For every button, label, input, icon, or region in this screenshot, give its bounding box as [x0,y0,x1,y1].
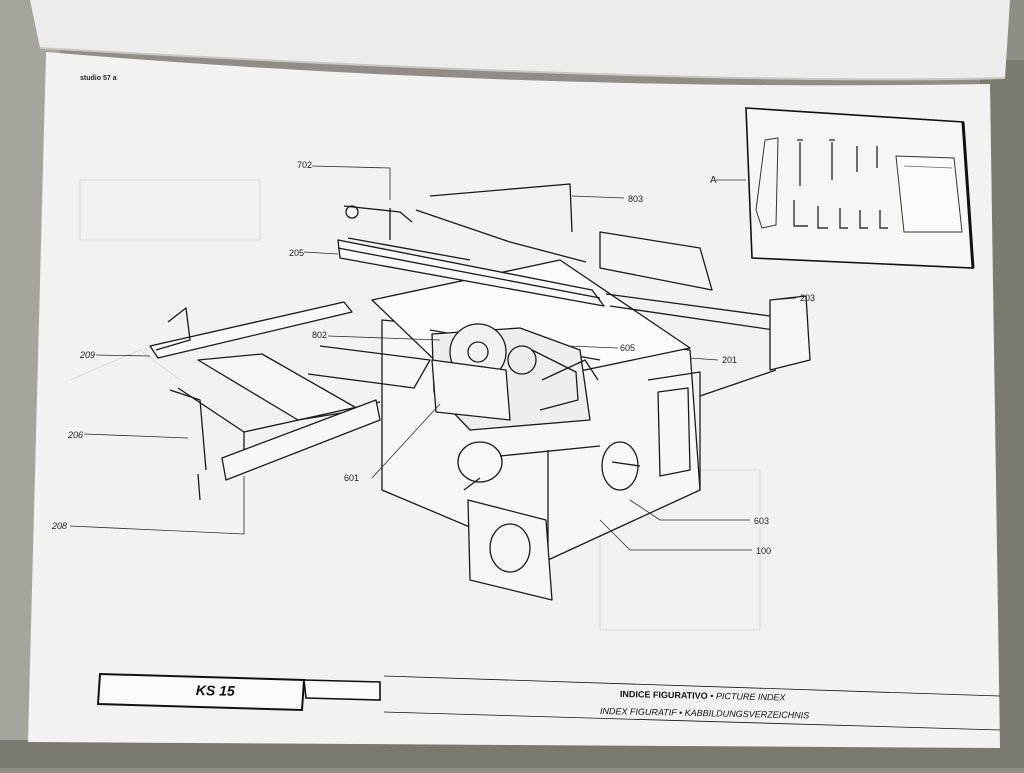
index-title-italian: INDICE FIGURATIVO [619,689,708,701]
index-title-english: • PICTURE INDEX [710,690,786,703]
leader-lines [69,165,797,551]
brand-header: studio 57 a [80,75,117,82]
callout-702: 702 [297,160,313,170]
callout-209: 209 [80,350,96,360]
footer-band [96,672,1001,731]
callout-601: 601 [344,473,360,483]
callout-206: 206 [68,430,84,440]
inset-label-a: A [710,175,717,186]
model-name: KS 15 [195,682,235,699]
callout-605: 605 [620,343,636,353]
callout-205: 205 [289,248,305,258]
callout-603: 603 [754,516,770,526]
callout-208: 208 [52,521,68,531]
callout-201: 201 [722,355,738,365]
callout-803: 803 [628,194,644,204]
callout-100: 100 [756,546,772,556]
callout-802: 802 [312,330,328,340]
saw-machine-drawing [149,183,811,601]
inset-tools-box [716,107,975,269]
callout-203: 203 [800,293,816,303]
